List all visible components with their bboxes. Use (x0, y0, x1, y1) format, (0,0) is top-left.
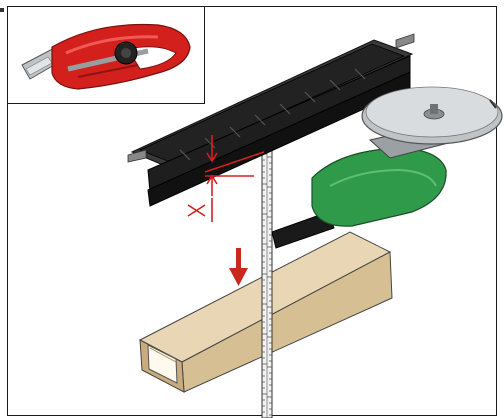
knife-inset (7, 6, 205, 104)
angle-grinder-icon (271, 86, 503, 249)
measuring-rod (261, 147, 273, 418)
corner-mark (0, 8, 4, 12)
dimension-markers (187, 135, 265, 222)
illustration-frame (7, 6, 497, 416)
utility-knife-icon (21, 23, 191, 90)
down-arrow-icon (229, 248, 248, 286)
